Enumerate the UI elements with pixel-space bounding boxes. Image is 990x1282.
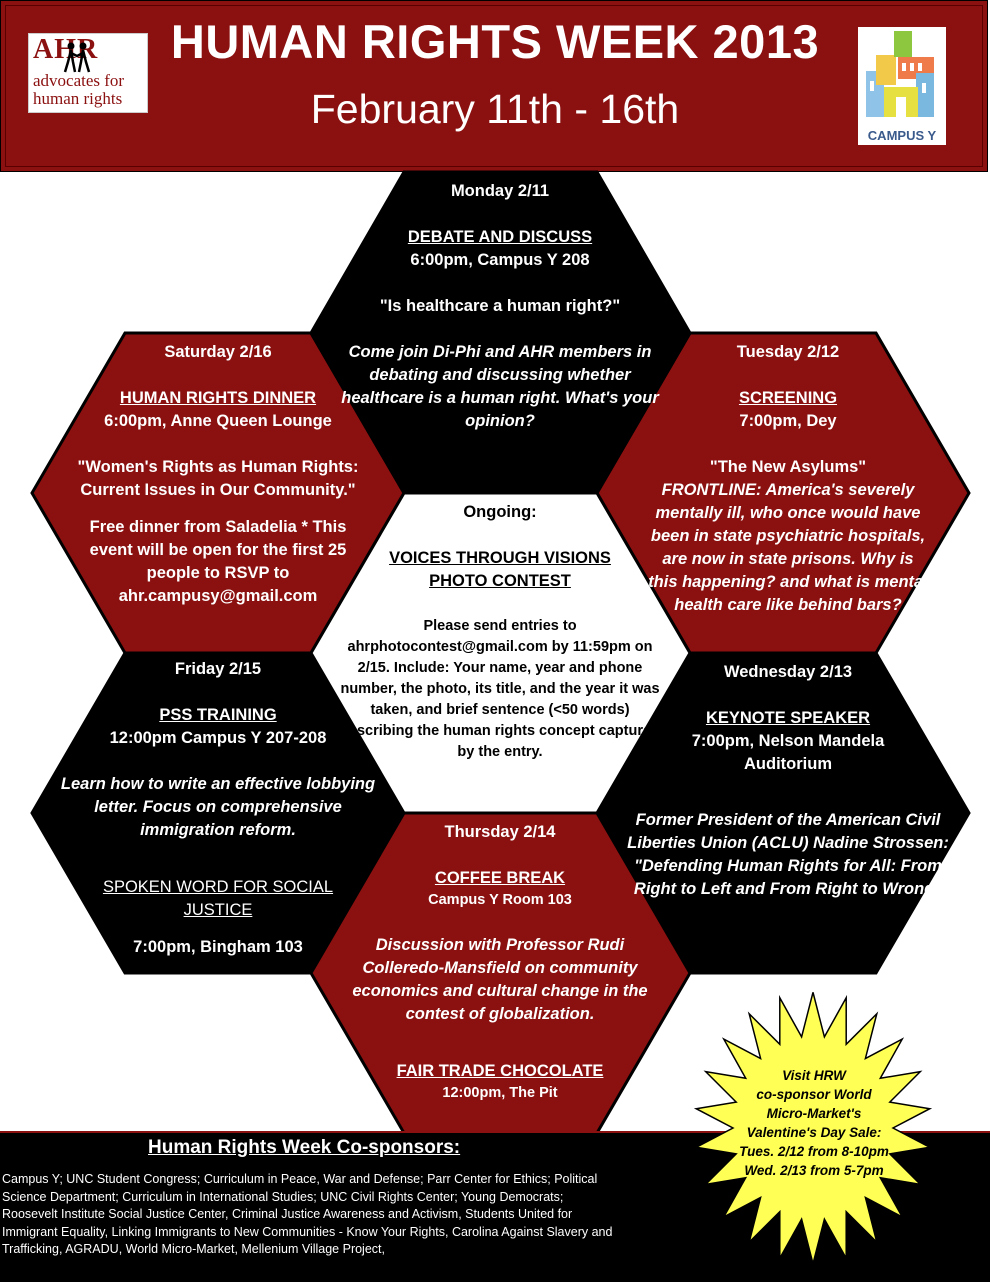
- monday-block: Monday 2/11 DEBATE AND DISCUSS 6:00pm, C…: [330, 180, 670, 433]
- tuesday-day: Tuesday 2/12: [736, 343, 840, 361]
- footer-sponsors: Campus Y; UNC Student Congress; Curricul…: [2, 1172, 613, 1256]
- monday-description: Come join Di-Phi and AHR members in deba…: [341, 343, 659, 430]
- saturday-event: HUMAN RIGHTS DINNER: [119, 389, 317, 407]
- tuesday-time-place: 7:00pm, Dey: [739, 412, 837, 430]
- campus-y-logo-text: CAMPUS Y: [867, 128, 937, 143]
- sale-line3: Micro-Market's: [766, 1106, 862, 1121]
- header-inner-border: [5, 5, 983, 167]
- sale-callout: Visit HRW co-sponsor World Micro-Market'…: [724, 1066, 904, 1180]
- wednesday-description: Former President of the American Civil L…: [627, 811, 949, 898]
- tuesday-description: FRONTLINE: America's severely mentally i…: [648, 481, 928, 614]
- sale-line4: Valentine's Day Sale:: [746, 1125, 882, 1140]
- ahr-logo-line2: human rights: [33, 89, 123, 108]
- ongoing-details: ahrphotocontest@gmail.com by 11:59pm on …: [340, 639, 660, 760]
- saturday-block: Saturday 2/16 HUMAN RIGHTS DINNER 6:00pm…: [68, 341, 368, 608]
- friday-time-place2: 7:00pm, Bingham 103: [133, 938, 303, 956]
- friday-event: PSS TRAINING: [159, 706, 277, 724]
- sale-line2: co-sponsor World: [756, 1087, 872, 1102]
- event-dates: February 11th - 16th: [310, 86, 680, 132]
- friday-time-place: 12:00pm Campus Y 207-208: [109, 729, 327, 747]
- campus-y-building-icon: [866, 31, 934, 117]
- thursday-time-place: Campus Y Room 103: [428, 892, 572, 908]
- thursday-day: Thursday 2/14: [444, 823, 556, 841]
- header-banner: [0, 0, 988, 172]
- page-title: HUMAN RIGHTS WEEK 2013: [170, 15, 820, 68]
- sale-line6: Wed. 2/13 from 5-7pm: [744, 1163, 884, 1178]
- wednesday-time-place: 7:00pm, Nelson Mandela Auditorium: [691, 732, 885, 773]
- thursday-block: Thursday 2/14 COFFEE BREAK Campus Y Room…: [340, 821, 660, 1104]
- wednesday-day: Wednesday 2/13: [723, 663, 853, 681]
- campus-y-logo: CAMPUS Y: [858, 27, 946, 145]
- monday-day: Monday 2/11: [450, 182, 550, 200]
- ahr-figures-icon: [63, 42, 91, 73]
- wednesday-event: KEYNOTE SPEAKER: [705, 709, 871, 727]
- wednesday-block: Wednesday 2/13 KEYNOTE SPEAKER 7:00pm, N…: [618, 661, 958, 901]
- ongoing-intro: Please send entries to: [423, 618, 577, 634]
- ahr-logo-line1: advocates for: [33, 71, 125, 90]
- sale-line5: Tues. 2/12 from 8-10pm: [739, 1144, 889, 1159]
- saturday-day: Saturday 2/16: [164, 343, 272, 361]
- monday-question: "Is healthcare a human right?": [379, 297, 621, 315]
- thursday-description: Discussion with Professor Rudi Colleredo…: [352, 936, 648, 1023]
- footer-title: Human Rights Week Co-sponsors:: [148, 1137, 461, 1158]
- friday-event2: SPOKEN WORD FOR SOCIAL JUSTICE: [102, 878, 334, 919]
- thursday-time-place2: 12:00pm, The Pit: [442, 1085, 558, 1101]
- monday-time-place: 6:00pm, Campus Y 208: [410, 251, 590, 269]
- monday-event: DEBATE AND DISCUSS: [407, 228, 593, 246]
- saturday-theme: "Women's Rights as Human Rights: Current…: [77, 458, 359, 499]
- friday-block: Friday 2/15 PSS TRAINING 12:00pm Campus …: [48, 658, 388, 959]
- ahr-logo: AHR advocates for human rights: [28, 33, 148, 113]
- tuesday-block: Tuesday 2/12 SCREENING 7:00pm, Dey "The …: [608, 341, 968, 617]
- ongoing-label: Ongoing:: [463, 503, 537, 521]
- thursday-event2: FAIR TRADE CHOCOLATE: [396, 1062, 604, 1080]
- ongoing-event: VOICES THROUGH VISIONS PHOTO CONTEST: [389, 549, 611, 590]
- tuesday-film: "The New Asylums": [709, 458, 867, 476]
- sale-line1: Visit HRW: [782, 1068, 846, 1083]
- thursday-event: COFFEE BREAK: [434, 869, 566, 887]
- ongoing-block: Ongoing: VOICES THROUGH VISIONS PHOTO CO…: [330, 501, 670, 763]
- tuesday-event: SCREENING: [738, 389, 838, 407]
- friday-day: Friday 2/15: [174, 660, 262, 678]
- friday-description: Learn how to write an effective lobbying…: [60, 775, 376, 839]
- saturday-time-place: 6:00pm, Anne Queen Lounge: [104, 412, 332, 430]
- saturday-note: Free dinner from Saladelia * This event …: [89, 518, 347, 605]
